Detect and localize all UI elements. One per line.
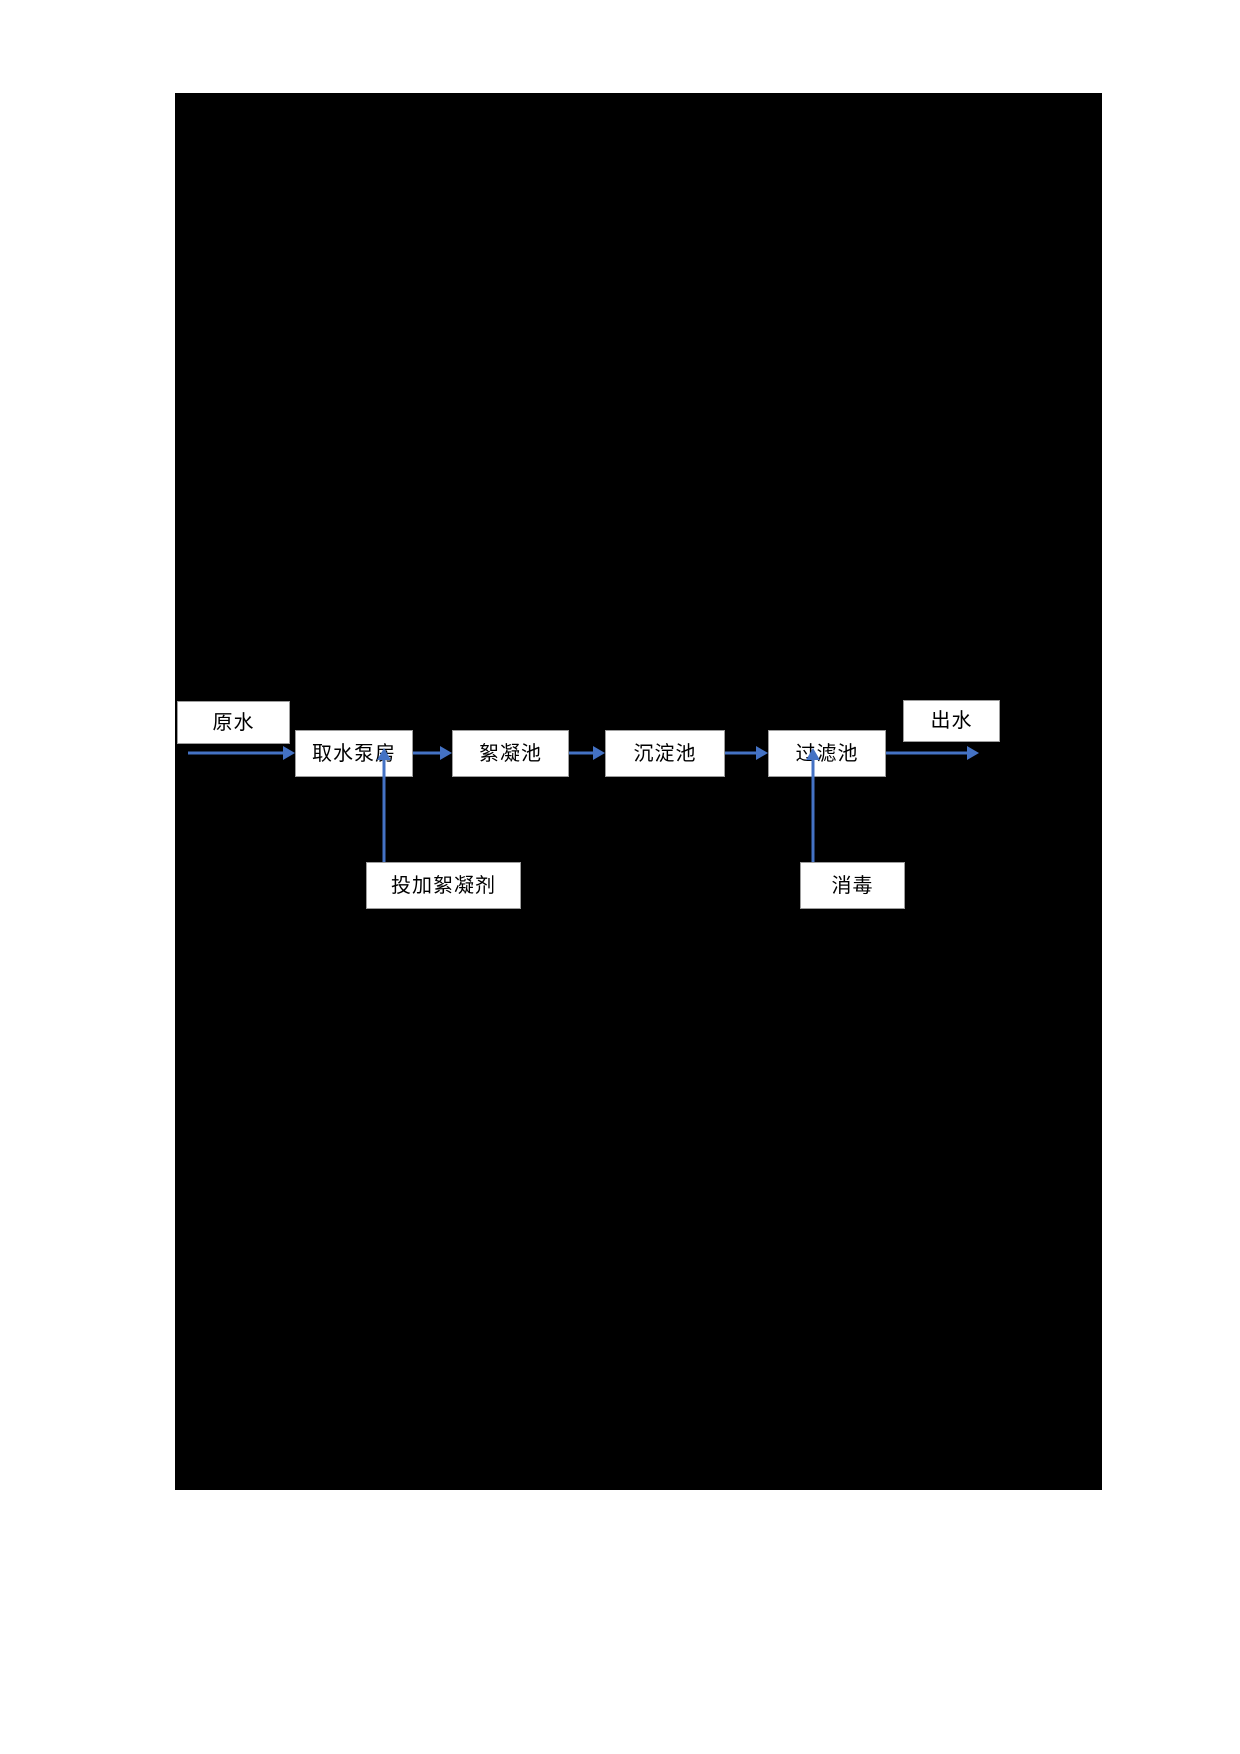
node-add-coagulant[interactable]: 投加絮凝剂 <box>366 862 521 909</box>
arrow-head-right-icon <box>756 746 768 760</box>
node-effluent-water[interactable]: 出水 <box>903 700 1000 742</box>
arrow-head-right-icon <box>283 746 295 760</box>
node-raw-water[interactable]: 原水 <box>177 701 290 744</box>
arrow-disinfection-to-filtration-tank <box>805 748 821 862</box>
arrow-shaft <box>188 751 283 755</box>
arrow-sedimentation-tank-to-filtration-tank <box>725 745 768 761</box>
arrow-shaft <box>811 760 815 862</box>
arrow-head-right-icon <box>440 746 452 760</box>
arrow-raw-water-to-intake-pump-house <box>188 745 295 761</box>
arrow-shaft <box>886 751 967 755</box>
node-disinfection[interactable]: 消毒 <box>800 862 905 909</box>
arrow-head-right-icon <box>967 746 979 760</box>
arrow-shaft <box>413 751 440 755</box>
arrow-head-up-icon <box>377 748 391 760</box>
arrow-head-up-icon <box>806 748 820 760</box>
node-intake-pump-house[interactable]: 取水泵房 <box>295 730 413 777</box>
node-sedimentation-tank[interactable]: 沉淀池 <box>605 730 725 777</box>
arrow-add-coagulant-to-intake-pump-house <box>376 748 392 862</box>
arrow-flocculation-tank-to-sedimentation-tank <box>569 745 605 761</box>
page-canvas <box>175 93 1102 1490</box>
arrow-shaft <box>382 760 386 862</box>
node-flocculation-tank[interactable]: 絮凝池 <box>452 730 569 777</box>
arrow-intake-pump-house-to-flocculation-tank <box>413 745 452 761</box>
arrow-filtration-tank-to-effluent-water <box>886 745 979 761</box>
node-filtration-tank[interactable]: 过滤池 <box>768 730 886 777</box>
arrow-head-right-icon <box>593 746 605 760</box>
arrow-shaft <box>725 751 756 755</box>
arrow-shaft <box>569 751 593 755</box>
